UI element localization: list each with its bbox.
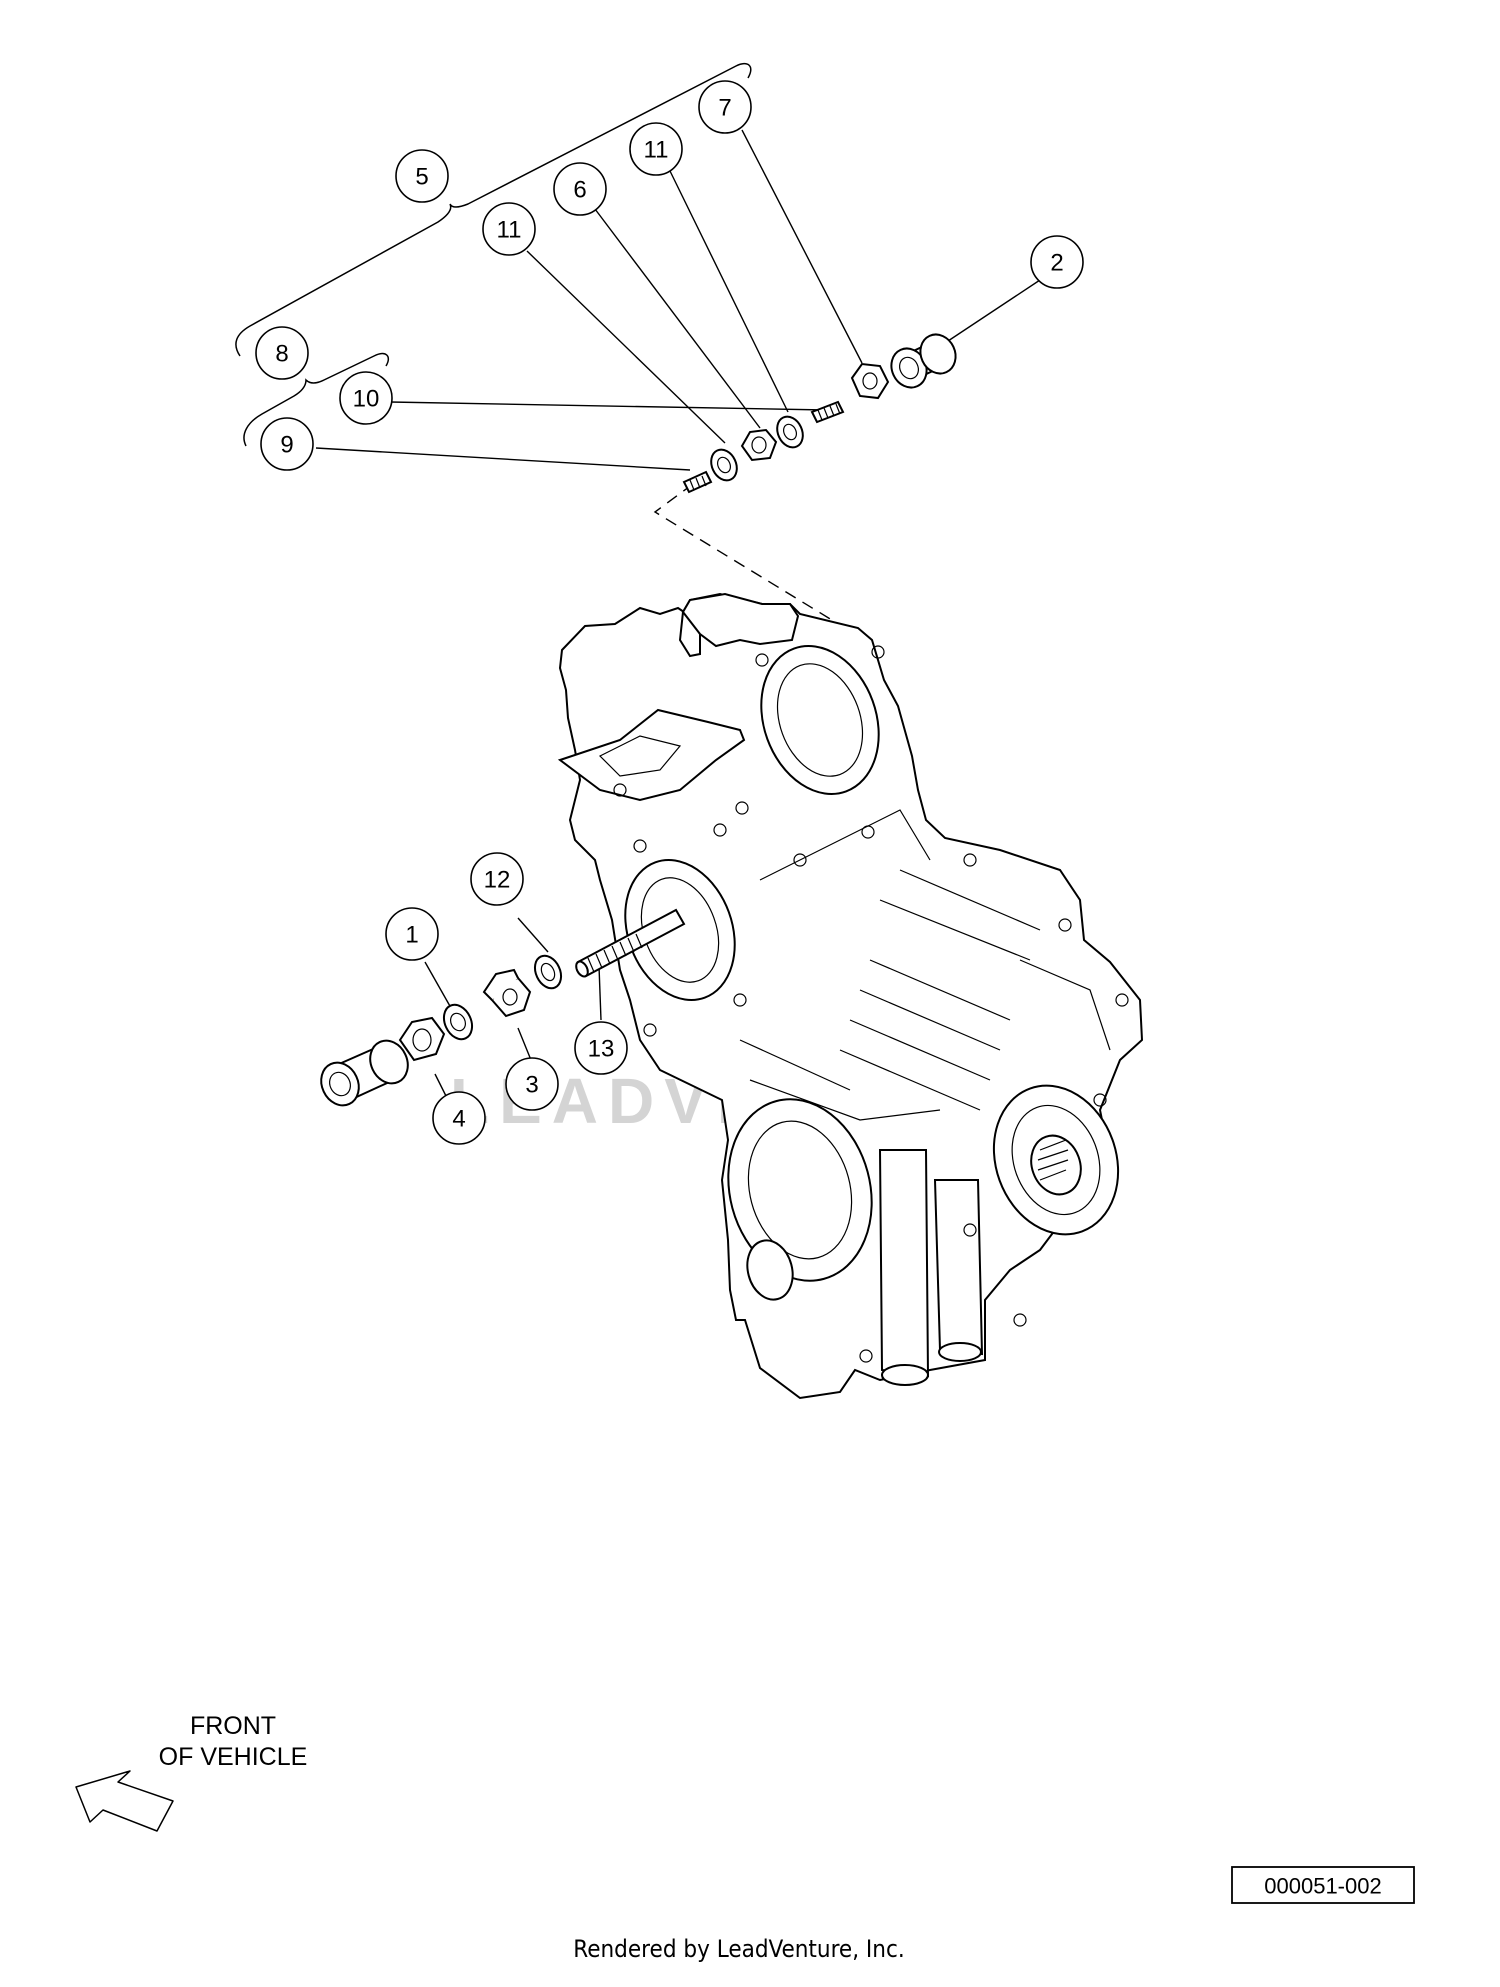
upper-bore-inner (776, 663, 864, 777)
svg-text:11: 11 (644, 137, 669, 164)
lower-bore-inner (747, 1120, 853, 1260)
callout-4: 4 (432, 1091, 486, 1145)
callout-11-lower: 11 (482, 202, 536, 256)
nut-part-4 (398, 1016, 446, 1062)
filter-boss-thread (1030, 1134, 1082, 1196)
setscrew-part-9 (682, 470, 713, 494)
upper-bore-outer (760, 645, 880, 795)
callout-3: 3 (505, 1057, 559, 1111)
drawing-code-text: 000051-002 (1264, 1874, 1381, 1899)
svg-text:12: 12 (484, 867, 511, 894)
rear-small-boss (746, 1239, 794, 1301)
callout-5: 5 (395, 149, 449, 203)
footer-rendered-by: Rendered by LeadVenture, Inc. (573, 1935, 904, 1963)
washer-part-11-lower (710, 448, 738, 482)
leader-10 (389, 401, 827, 411)
leader-9 (315, 447, 691, 471)
svg-text:8: 8 (275, 341, 288, 368)
svg-text:11: 11 (497, 217, 522, 244)
leader-lines (315, 129, 1041, 1113)
upper-parts (682, 333, 957, 494)
washer-part-11-upper (776, 415, 804, 449)
outlet-pipe-left (878, 1149, 930, 1378)
callout-8: 8 (255, 326, 309, 380)
svg-text:4: 4 (452, 1106, 465, 1133)
front-direction-arrow-icon (75, 1770, 174, 1832)
front-of-vehicle-indicator: FRONT OF VEHICLE (75, 1712, 308, 1832)
leader-12 (517, 917, 549, 953)
housing-ribs (739, 809, 1111, 1121)
filter-boss-mid (1011, 1104, 1101, 1216)
nut-part-3 (482, 968, 532, 1018)
svg-text:1: 1 (405, 922, 418, 949)
leader-11-lower (526, 250, 726, 444)
leader-13 (598, 965, 602, 1021)
svg-text:9: 9 (280, 432, 293, 459)
svg-text:10: 10 (353, 386, 380, 413)
callout-2: 2 (1030, 235, 1084, 289)
svg-text:5: 5 (415, 164, 428, 191)
svg-text:2: 2 (1050, 250, 1063, 277)
callout-7: 7 (698, 80, 752, 134)
housing-outline (558, 592, 1144, 1400)
lower-parts (320, 908, 686, 1107)
callout-11-upper: 11 (629, 122, 683, 176)
drawing-code-box: 000051-002 (1231, 1866, 1415, 1904)
housing-bolt-holes (613, 645, 1129, 1363)
bushing-part-2 (890, 333, 957, 389)
svg-text:6: 6 (573, 177, 586, 204)
top-mounting-pad (557, 708, 746, 802)
setscrew-part-10 (810, 400, 845, 424)
washer-part-12 (533, 954, 563, 990)
lower-bore-outer (727, 1098, 873, 1282)
stud-part-13 (575, 908, 686, 978)
gearcase-housing (557, 592, 1144, 1400)
leader-7 (741, 129, 863, 364)
front-label-line2: OF VEHICLE (159, 1743, 308, 1771)
bracket-assembly-5 (235, 62, 752, 357)
callout-13: 13 (574, 1021, 628, 1075)
svg-text:7: 7 (718, 95, 731, 122)
washer-part-1 (442, 1003, 474, 1041)
top-tower (681, 592, 800, 648)
bushing-lower (320, 1039, 409, 1107)
assembly-location-line (653, 483, 846, 629)
svg-text:3: 3 (525, 1072, 538, 1099)
outlet-pipe-right (933, 1179, 984, 1356)
bracket-assembly-8 (243, 352, 390, 447)
callouts: 5 7 11 6 11 2 8 10 (255, 80, 1084, 1145)
front-label-line1: FRONT (190, 1712, 276, 1740)
callout-12: 12 (470, 852, 524, 906)
assembly-brackets (235, 62, 752, 447)
leader-6 (594, 208, 761, 429)
leader-11-upper (669, 170, 789, 413)
callout-10: 10 (339, 371, 393, 425)
callout-9: 9 (260, 417, 314, 471)
leader-2 (941, 279, 1041, 346)
nut-part-6 (740, 428, 778, 462)
callout-1: 1 (385, 907, 439, 961)
svg-text:13: 13 (588, 1036, 615, 1063)
callout-6: 6 (553, 162, 607, 216)
nut-part-7 (850, 362, 890, 400)
